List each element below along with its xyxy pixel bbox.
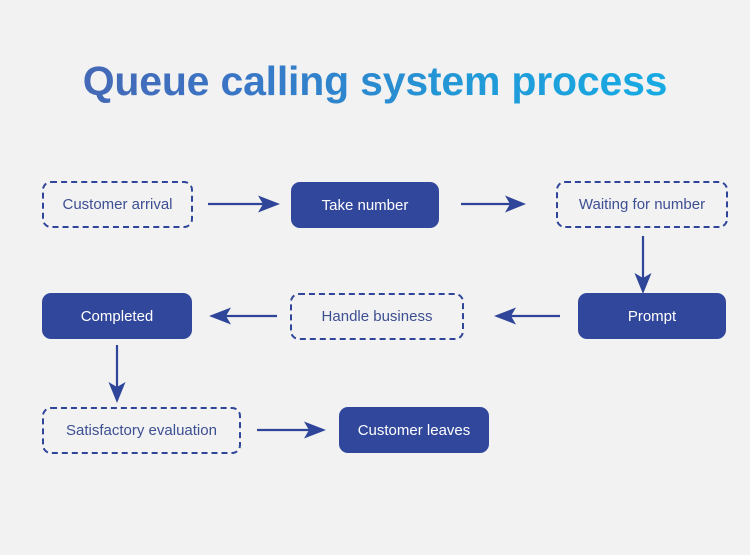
node-label: Customer leaves bbox=[357, 421, 471, 439]
node-waiting-for-number[interactable]: Waiting for number bbox=[556, 181, 728, 228]
arrow-take-number-to-waiting bbox=[461, 195, 526, 213]
arrow-completed-to-satisfactory-evaluation bbox=[108, 345, 126, 403]
node-satisfactory-evaluation[interactable]: Satisfactory evaluation bbox=[42, 407, 241, 454]
node-take-number[interactable]: Take number bbox=[291, 182, 439, 228]
arrow-customer-arrival-to-take-number bbox=[208, 195, 280, 213]
page-title: Queue calling system process bbox=[0, 52, 750, 110]
arrow-handle-business-to-completed bbox=[209, 307, 277, 325]
node-handle-business[interactable]: Handle business bbox=[290, 293, 464, 340]
node-label: Take number bbox=[321, 196, 409, 214]
node-customer-leaves[interactable]: Customer leaves bbox=[339, 407, 489, 453]
node-label: Waiting for number bbox=[578, 196, 706, 213]
node-completed[interactable]: Completed bbox=[42, 293, 192, 339]
arrow-prompt-to-handle-business bbox=[494, 307, 560, 325]
node-customer-arrival[interactable]: Customer arrival bbox=[42, 181, 193, 228]
arrow-satisfactory-evaluation-to-customer-leaves bbox=[257, 421, 326, 439]
node-label: Customer arrival bbox=[62, 196, 173, 213]
arrow-waiting-to-prompt bbox=[634, 236, 652, 294]
node-label: Completed bbox=[80, 307, 154, 325]
node-label: Handle business bbox=[321, 308, 433, 325]
node-prompt[interactable]: Prompt bbox=[578, 293, 726, 339]
node-label: Prompt bbox=[627, 307, 677, 325]
node-label: Satisfactory evaluation bbox=[66, 422, 217, 439]
